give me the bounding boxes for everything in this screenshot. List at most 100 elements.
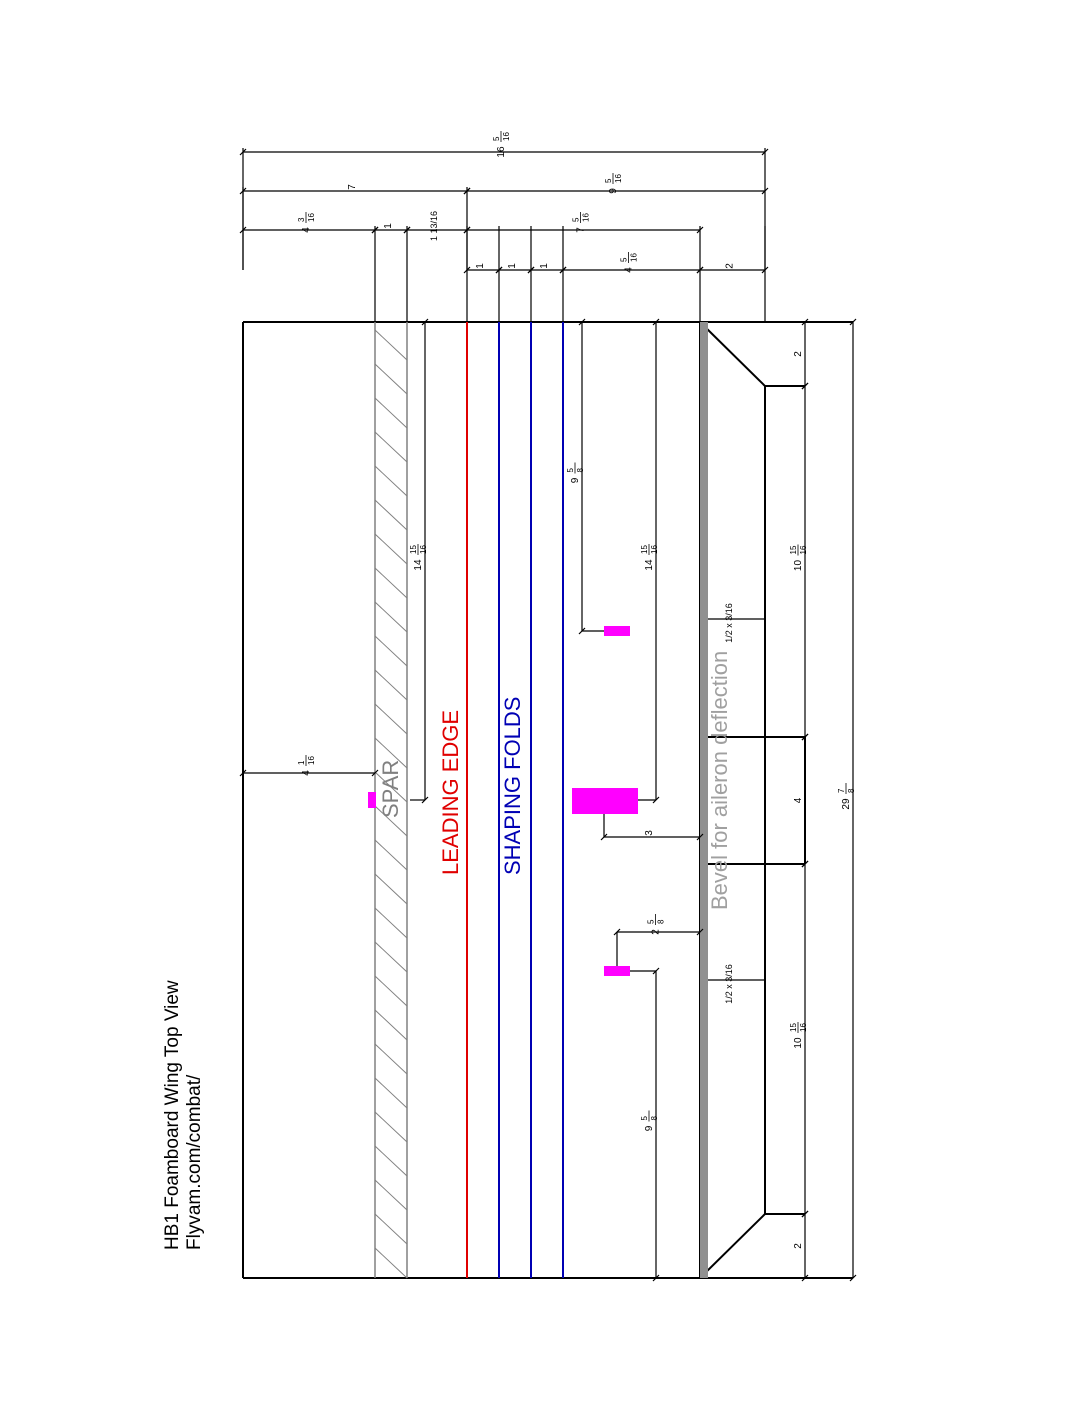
dim-servo-depth-label-whole: 3: [644, 830, 655, 836]
dim-to-spar-label-numerator: 3: [297, 217, 306, 222]
spar-label: SPAR: [378, 760, 403, 818]
dim-spar-to-le-label: 1 13/16: [429, 211, 439, 241]
dim-aileron-1-label-denominator: 16: [799, 545, 808, 554]
dim-overall-depth-label-whole: 16: [496, 146, 507, 158]
dim-servo-gap-label-numerator: 5: [647, 919, 656, 924]
dim-bevel-width-1: 1/2 x 3/16: [724, 603, 734, 643]
spar-hatch-line-17: [374, 907, 408, 939]
dim-aileron-1-tick-a: [801, 382, 809, 390]
dim-overall-depth-tick-a: [239, 148, 247, 156]
dim-spar-width-label-whole: 1: [383, 223, 394, 229]
dim-servo-offset-2-label-whole: 14: [644, 559, 655, 571]
bevel-strip: [700, 322, 708, 1278]
dim-fold-3-label-whole: 1: [539, 263, 550, 269]
aileron-outline: [699, 321, 766, 1279]
dim-rear-section-label-numerator: 5: [604, 178, 613, 183]
spar-hatch-line-11: [374, 703, 408, 735]
dim-servo-gap-label-denominator: 8: [657, 919, 666, 924]
dim-aileron-1-label-numerator: 15: [789, 545, 798, 554]
dim-spar-length-tick-a: [421, 318, 429, 326]
spar-hatch-line-18: [374, 941, 408, 973]
dim-aileron-2-label-whole: 10: [793, 1037, 804, 1049]
dim-rear-section-label-whole: 9: [608, 188, 619, 194]
dim-servo-offset-2-tick-a: [652, 318, 660, 326]
dim-aileron-2-label-denominator: 16: [799, 1023, 808, 1032]
dim-le-to-te-label-whole: 7: [576, 227, 587, 233]
dim-bevel-width-1-text: 1/2 x 3/16: [724, 603, 734, 643]
dim-aileron-tip-2-tick-a: [801, 1210, 809, 1218]
dim-aileron-2-label-numerator: 15: [789, 1023, 798, 1032]
spar-hatch-line-1: [374, 363, 408, 395]
dim-servo-to-spar-tick-b: [371, 769, 379, 777]
spar-hatch-line-5: [374, 499, 408, 531]
dim-to-spar-label-whole: 4: [301, 227, 312, 233]
spar-hatch-line-7: [374, 567, 408, 599]
spar-hatch-line-13: [374, 771, 408, 803]
dim-center-cut-tick-a: [801, 733, 809, 741]
dim-fold-1-label: 1: [475, 263, 486, 269]
leading-edge-label: LEADING EDGE: [438, 710, 463, 875]
dim-span-label-numerator: 7: [837, 788, 846, 793]
dim-center-cut-label: 4: [793, 797, 804, 803]
dim-spar-length-label-whole: 14: [413, 559, 424, 571]
title-block: HB1 Foamboard Wing Top View Flyvam.com/c…: [162, 980, 205, 1250]
dim-aileron-tip-2-label: 2: [793, 1243, 804, 1249]
spar-hatch-line-21: [374, 1043, 408, 1075]
dim-center-cut-label-whole: 4: [793, 797, 804, 803]
dim-servo-offset-2-label-numerator: 15: [640, 545, 649, 554]
spar-hatch-line-16: [374, 873, 408, 905]
dim-fold-2-label: 1: [507, 263, 518, 269]
dim-to-spar-label-denominator: 16: [307, 213, 316, 222]
spar-hatch-line-10: [374, 669, 408, 701]
dim-servo-to-spar-tick-a: [239, 769, 247, 777]
dim-aileron-chord-label-whole: 2: [725, 263, 736, 269]
spar-hatch-line-0: [374, 329, 408, 361]
dim-aileron-tip-2-tick-b: [801, 1274, 809, 1282]
spar-hatch-line-24: [374, 1145, 408, 1177]
dim-le-to-te-label-numerator: 5: [572, 217, 581, 222]
dim-servo-offset-1-tick-a: [578, 318, 586, 326]
spar-hatch-line-2: [374, 397, 408, 429]
dim-aileron-1-label-whole: 10: [793, 560, 804, 572]
dim-rear-section-tick-b: [761, 187, 769, 195]
shaping-folds-label: SHAPING FOLDS: [500, 697, 525, 875]
dim-bevel-width-2-text: 1/2 x 3/16: [724, 964, 734, 1004]
spar-hatch-line-27: [374, 1247, 408, 1279]
dim-aileron-tip-1-label: 2: [793, 351, 804, 357]
dim-front-section-label-whole: 7: [347, 184, 358, 190]
dim-fold-2-label-whole: 1: [507, 263, 518, 269]
dim-folds-to-te-label-whole: 4: [624, 267, 635, 273]
dim-aileron-chord-label: 2: [725, 263, 736, 269]
dim-span-tick-b: [849, 1274, 857, 1282]
dim-servo-offset-3-label-denominator: 8: [650, 1116, 659, 1121]
spar-hatch-line-20: [374, 1009, 408, 1041]
spar-hatch-line-12: [374, 737, 408, 769]
wing-outline: [242, 321, 853, 1279]
dim-servo-offset-1-label-denominator: 8: [576, 468, 585, 473]
spar-marker: [368, 792, 376, 808]
dim-aileron-2-tick-a: [801, 860, 809, 868]
spar-hatch-line-9: [374, 635, 408, 667]
dim-front-section-tick-a: [239, 187, 247, 195]
spar-hatch-line-8: [374, 601, 408, 633]
dim-servo-depth-label: 3: [644, 830, 655, 836]
dim-spar-length-label-numerator: 15: [409, 545, 418, 554]
dim-rear-section-tick-a: [463, 187, 471, 195]
dim-overall-depth-tick-b: [761, 148, 769, 156]
servo-block-1: [604, 626, 630, 636]
spar-hatch-line-3: [374, 431, 408, 463]
dim-fold-3-label: 1: [539, 263, 550, 269]
dim-servo-offset-3-label-numerator: 5: [640, 1116, 649, 1121]
spar-hatch-line-22: [374, 1077, 408, 1109]
